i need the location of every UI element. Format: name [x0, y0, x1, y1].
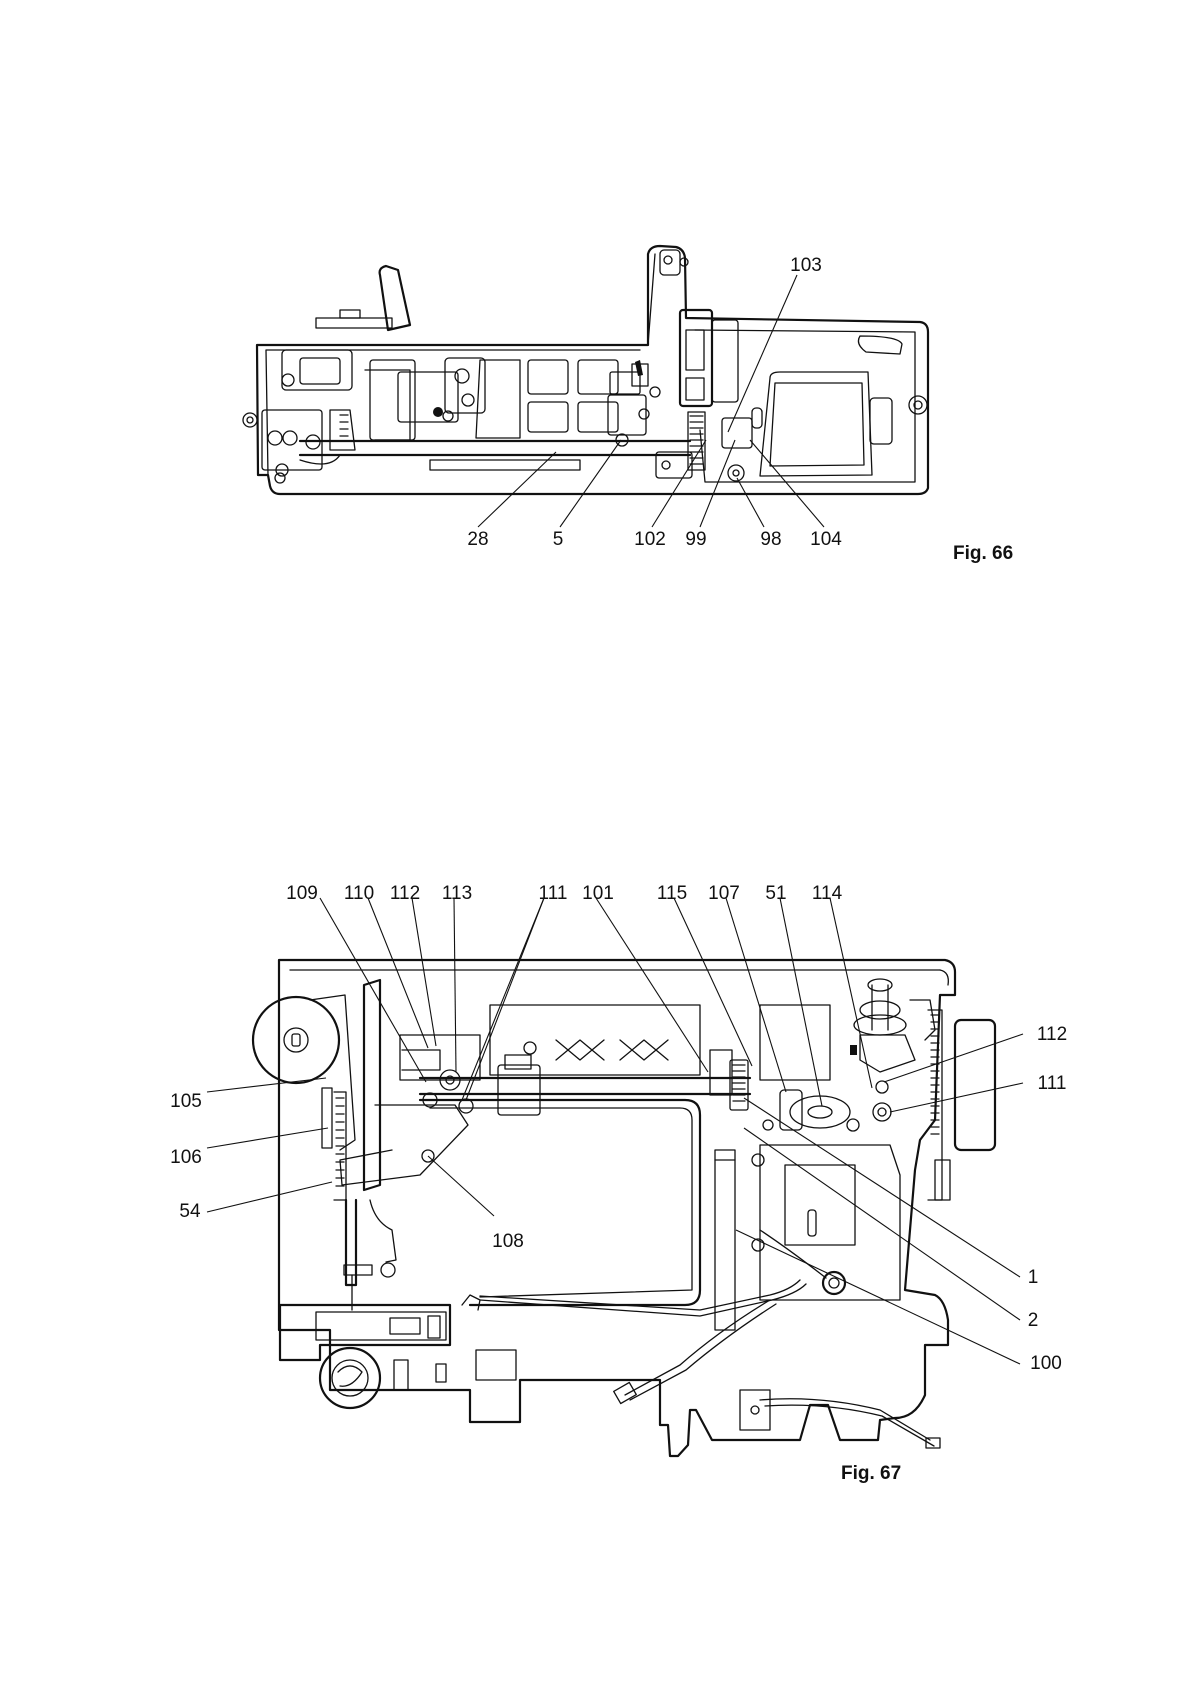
callout-label: 2: [1028, 1311, 1039, 1330]
callout-label: 28: [467, 530, 488, 549]
callout-label: 111: [1038, 1074, 1067, 1093]
callout-label: 1: [1028, 1268, 1039, 1287]
callout-label: 112: [1037, 1025, 1067, 1044]
callout-label: 5: [553, 530, 564, 549]
figure-66: 103 28 5 102 99 98 104 Fig. 66: [0, 200, 1190, 580]
figure-67: 109 110 112 113 111 101 115 107 51 114 1…: [0, 860, 1190, 1500]
callout-label: 105: [170, 1092, 202, 1111]
callout-label: 100: [1030, 1354, 1062, 1373]
callout-label: 113: [442, 884, 472, 903]
figure-caption: Fig. 66: [953, 543, 1013, 565]
callout-label: 51: [765, 884, 786, 903]
callout-label: 109: [286, 884, 318, 903]
callout-label: 102: [634, 530, 666, 549]
callout-label: 99: [685, 530, 706, 549]
figure-caption: Fig. 67: [841, 1463, 901, 1485]
figure-67-drawing: [0, 860, 1190, 1500]
callout-label: 103: [790, 256, 822, 275]
figure-66-drawing: [0, 200, 1190, 580]
callout-label: 112: [390, 884, 420, 903]
callout-label: 114: [812, 884, 842, 903]
callout-label: 106: [170, 1148, 202, 1167]
callout-label: 54: [179, 1202, 200, 1221]
callout-label: 107: [708, 884, 740, 903]
callout-label: 115: [657, 884, 687, 903]
callout-label: 98: [760, 530, 781, 549]
callout-label: 101: [582, 884, 614, 903]
callout-label: 111: [539, 884, 568, 903]
callout-label: 108: [492, 1232, 524, 1251]
callout-label: 104: [810, 530, 842, 549]
callout-label: 110: [344, 884, 374, 903]
